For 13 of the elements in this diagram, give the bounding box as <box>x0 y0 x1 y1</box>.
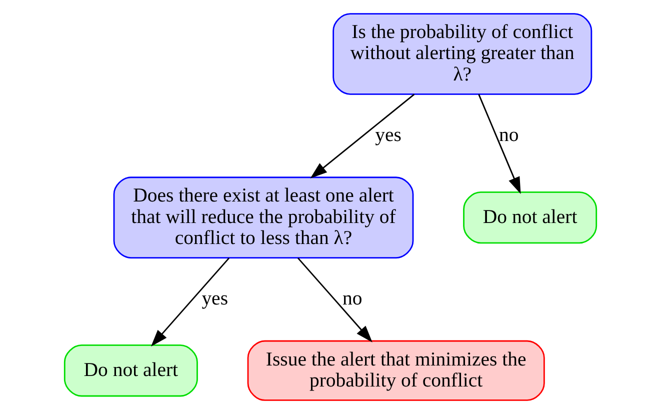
edge-label: no <box>342 288 362 310</box>
edge-label: yes <box>201 288 228 310</box>
node-box: Issue the alert that minimizes the probability of conflict <box>246 340 544 401</box>
arrow <box>478 94 520 194</box>
node-box: Do not alert <box>462 191 597 244</box>
arrow <box>150 258 230 346</box>
node-box: Is the probability of conflict without alerting greater than λ? <box>332 13 592 95</box>
edge-label: yes <box>374 124 401 146</box>
arrow <box>296 258 372 342</box>
edge-label: no <box>498 124 518 146</box>
arrow <box>310 94 414 178</box>
node-box: Does there exist at least one alert that will reduce the probability of conflict to less than λ? <box>112 176 414 258</box>
node-box: Do not alert <box>63 344 198 397</box>
